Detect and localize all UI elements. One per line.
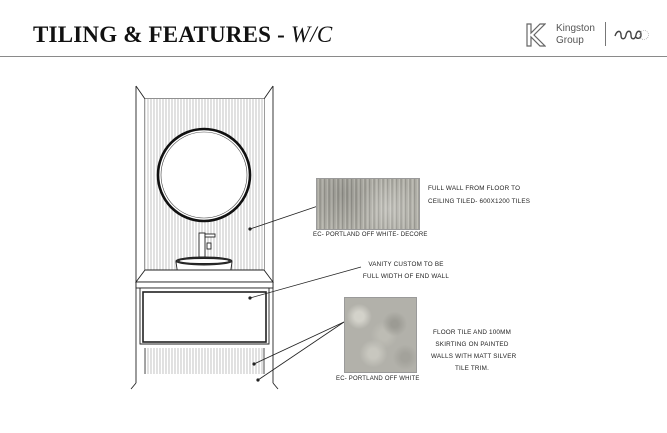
floor-note-line2: SKIRTING ON PAINTED — [435, 341, 509, 348]
wall-note-line2: CEILING TILED- 600X1200 TILES — [428, 198, 531, 205]
round-mirror — [156, 127, 252, 223]
floor-line — [130, 382, 279, 390]
wall-tiling-note: FULL WALL FROM FLOOR TO CEILING TILED- 6… — [428, 182, 530, 208]
vanity-cabinet — [139, 287, 270, 345]
wall-tile-caption: EC- PORTLAND OFF WHITE- DECORE — [313, 232, 428, 238]
floor-note-line4: TILE TRIM. — [454, 365, 490, 372]
page-title-main: TILING & FEATURES - — [33, 22, 291, 47]
kingston-k-logo-icon — [526, 23, 546, 47]
floor-note-line3: WALLS WITH MATT SILVER — [431, 353, 517, 360]
logo-divider — [605, 22, 606, 46]
fluted-wall-tiles-lower — [145, 348, 264, 374]
brand-name-line1: Kingston — [556, 23, 595, 34]
brand-name-line2: Group — [556, 35, 584, 46]
page-title: TILING & FEATURES - W/C — [33, 22, 332, 48]
wall-tile-sample — [316, 178, 420, 230]
vanity-note-line1: VANITY CUSTOM TO BE — [368, 261, 444, 268]
page-title-room: W/C — [290, 22, 333, 47]
leader-lines — [248, 205, 362, 382]
brand-name: Kingston Group — [556, 23, 595, 47]
floor-tile-sample — [344, 297, 417, 373]
wc-elevation-drawing — [130, 85, 362, 390]
header-divider — [0, 56, 667, 57]
wall-note-line1: FULL WALL FROM FLOOR TO — [428, 185, 521, 192]
vanity-benchtop — [135, 269, 274, 289]
floor-tiling-note: FLOOR TILE AND 100MM SKIRTING ON PAINTED… — [431, 327, 517, 375]
floor-tile-caption: EC- PORTLAND OFF WHITE — [336, 376, 420, 382]
wave-script-logo-icon — [614, 30, 649, 40]
vanity-note-line2: FULL WIDTH OF END WALL — [362, 273, 450, 280]
floor-note-line1: FLOOR TILE AND 100MM — [432, 329, 512, 336]
vanity-note: VANITY CUSTOM TO BE FULL WIDTH OF END WA… — [361, 259, 451, 283]
